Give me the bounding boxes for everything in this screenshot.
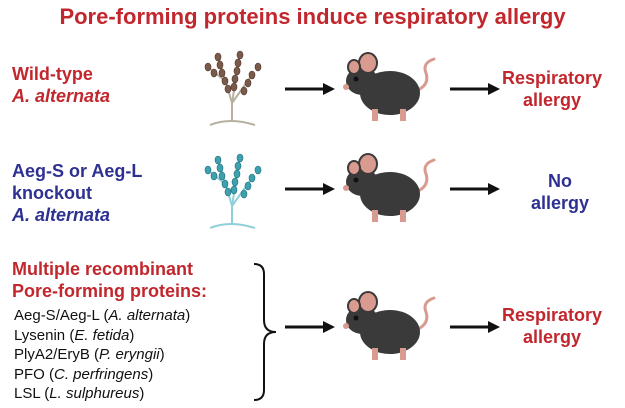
protein-list: Aeg-S/Aeg-L (A. alternata) Lysenin (E. f…	[14, 306, 190, 404]
row1-outcome: Respiratory allergy	[487, 67, 617, 111]
row3-outcome-line1: Respiratory	[501, 305, 603, 325]
protein-species: E. fetida	[74, 326, 130, 344]
row2-outcome-line1: No	[548, 171, 572, 191]
row1-arrow2-icon	[450, 83, 500, 95]
row3-outcome-line2: allergy	[522, 327, 582, 347]
row1-strain-line1: Wild-type	[12, 64, 93, 84]
protein-close: )	[148, 365, 154, 383]
curly-brace-icon	[253, 263, 277, 401]
row1-strain-label: Wild-type A. alternata	[12, 63, 110, 107]
protein-close: )	[159, 346, 165, 363]
protein-item: PFO (C. perfringens)	[14, 365, 190, 385]
protein-close: )	[185, 307, 191, 324]
row1-mouse-icon	[343, 52, 436, 121]
row3-outcome: Respiratory allergy	[487, 304, 617, 348]
protein-close: )	[129, 326, 135, 344]
wildtype-fungus-icon	[204, 50, 262, 126]
row2-mouse-icon	[343, 153, 436, 222]
protein-item: Aeg-S/Aeg-L (A. alternata)	[14, 306, 190, 326]
row1-strain-species: A. alternata	[12, 86, 111, 106]
row3-header-line1: Multiple recombinant	[12, 259, 194, 279]
protein-name: Aeg-S/Aeg-L (	[14, 307, 109, 324]
row3-arrow2-icon	[450, 321, 500, 333]
row3-arrow1-icon	[285, 321, 335, 333]
protein-name: PlyA2/EryB (	[14, 346, 100, 363]
row2-arrow1-icon	[285, 183, 335, 195]
row1-arrow1-icon	[285, 83, 335, 95]
protein-name: LSL (	[14, 385, 50, 402]
row1-outcome-line1: Respiratory	[501, 68, 603, 88]
protein-name: Lysenin (	[14, 326, 75, 344]
row2-strain-line1: Aeg-S or Aeg-L	[12, 161, 143, 181]
row2-strain-label: Aeg-S or Aeg-L knockout A. alternata	[12, 160, 142, 226]
figure-title: Pore-forming proteins induce respiratory…	[59, 4, 566, 29]
row3-header-line2: Pore-forming proteins:	[12, 281, 208, 301]
protein-species: C. perfringens	[54, 365, 149, 383]
protein-item: PlyA2/EryB (P. eryngii)	[14, 345, 190, 365]
protein-close: )	[139, 385, 145, 402]
protein-item: LSL (L. sulphureus)	[14, 384, 190, 404]
row2-outcome-line2: allergy	[530, 193, 590, 213]
row3-header: Multiple recombinant Pore-forming protei…	[12, 258, 207, 302]
row2-strain-species: A. alternata	[12, 205, 111, 225]
row2-strain-line2: knockout	[12, 183, 93, 203]
protein-species: L. sulphureus	[49, 385, 140, 402]
protein-item: Lysenin (E. fetida)	[14, 326, 190, 346]
knockout-fungus-icon	[204, 153, 262, 229]
protein-species: A. alternata	[108, 307, 186, 324]
protein-name: PFO (	[14, 365, 54, 383]
row2-outcome: No allergy	[495, 170, 625, 214]
row1-outcome-line2: allergy	[522, 90, 582, 110]
row2-arrow2-icon	[450, 183, 500, 195]
row3-mouse-icon	[343, 291, 436, 360]
protein-species: P. eryngii	[99, 346, 160, 363]
